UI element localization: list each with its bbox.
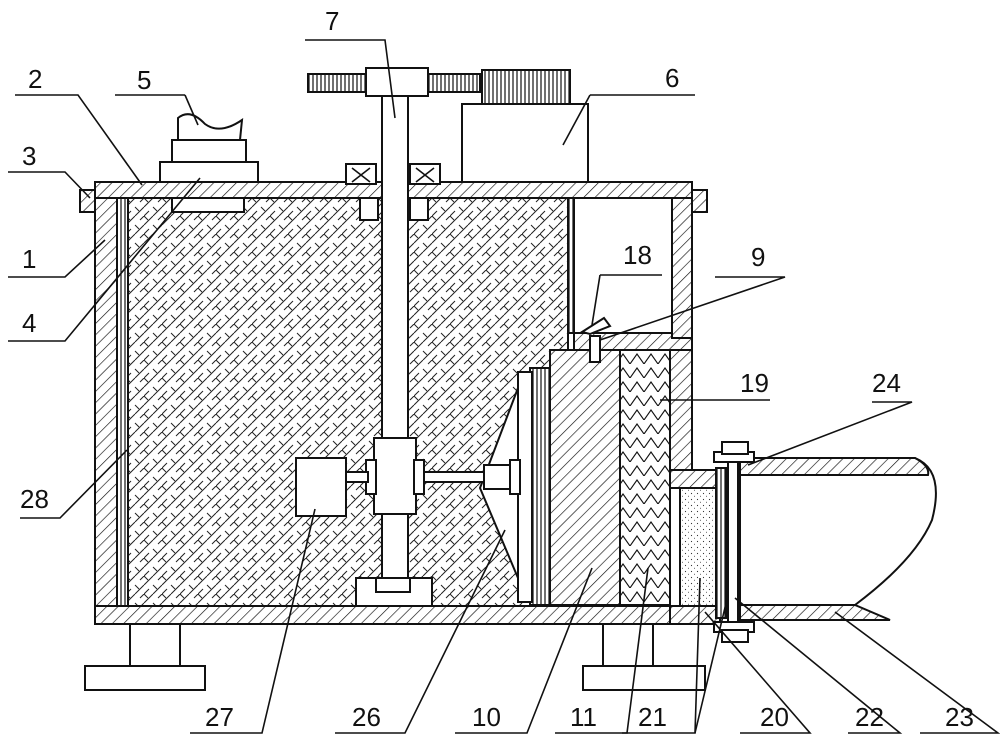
- left-leg: [129, 623, 181, 667]
- label-9: 9: [751, 242, 765, 272]
- right-lower-wall: [669, 349, 693, 471]
- inlet-plate: [171, 197, 245, 213]
- label-28: 28: [20, 484, 49, 514]
- right-upper-wall: [671, 197, 693, 339]
- filter-plate-10: [549, 349, 621, 606]
- label-2: 2: [28, 64, 42, 94]
- brush-mount: [509, 459, 521, 495]
- filter-plate-11: [619, 349, 671, 606]
- partition-wall: [567, 197, 575, 334]
- inlet-base: [159, 161, 259, 183]
- tank-left-wall: [94, 189, 118, 607]
- filter-block: [679, 487, 721, 607]
- outlet-pipe-top: [739, 457, 930, 476]
- label-23: 23: [945, 702, 974, 732]
- label-11: 11: [570, 702, 597, 732]
- flange-plate-22: [727, 461, 739, 623]
- left-shaft: [345, 471, 369, 483]
- bevel-gearbox: [373, 437, 417, 515]
- label-3: 3: [22, 141, 36, 171]
- label-27: 27: [205, 702, 234, 732]
- label-7: 7: [325, 6, 339, 36]
- label-6: 6: [665, 63, 679, 93]
- leader-lines: [8, 39, 1000, 734]
- label-18: 18: [623, 240, 652, 270]
- flange-plate-21: [715, 467, 727, 619]
- part-18-pin: [589, 335, 601, 363]
- label-10: 10: [472, 702, 501, 732]
- label-22: 22: [855, 702, 884, 732]
- bevel-right-cap: [413, 459, 425, 495]
- flange-bolt-head-top: [721, 441, 749, 455]
- right-leg: [602, 623, 654, 667]
- bottom-bearing-inner: [375, 577, 411, 593]
- right-flange: [691, 189, 708, 213]
- motor: [461, 103, 589, 183]
- label-21: 21: [638, 702, 667, 732]
- inlet-nut: [171, 139, 247, 163]
- label-5: 5: [137, 65, 151, 95]
- tank-interior: [127, 197, 569, 607]
- label-4: 4: [22, 308, 36, 338]
- label-19: 19: [740, 368, 769, 398]
- part-18-clip: [579, 316, 612, 336]
- motor-27: [295, 457, 347, 517]
- left-foot: [84, 665, 206, 691]
- gear-hub: [365, 67, 429, 97]
- label-24: 24: [872, 368, 901, 398]
- bearing-marks: [351, 167, 435, 183]
- outlet-upper-wall: [669, 469, 721, 489]
- label-20: 20: [760, 702, 789, 732]
- outlet-pipe-interior: [739, 457, 937, 606]
- horizontal-shaft: [423, 471, 485, 483]
- label-1: 1: [22, 244, 36, 274]
- inner-lining: [116, 197, 129, 607]
- outlet-pipe-bottom: [739, 604, 891, 621]
- left-flange: [79, 189, 96, 213]
- motor-gear: [481, 69, 571, 105]
- label-26: 26: [352, 702, 381, 732]
- right-foot: [582, 665, 706, 691]
- bearing-housing-left: [359, 197, 379, 221]
- bearing-housing-right: [409, 197, 429, 221]
- shaft-coupling: [483, 464, 511, 490]
- tank-bottom-wall: [94, 605, 696, 625]
- inlet-pipe: [177, 113, 244, 141]
